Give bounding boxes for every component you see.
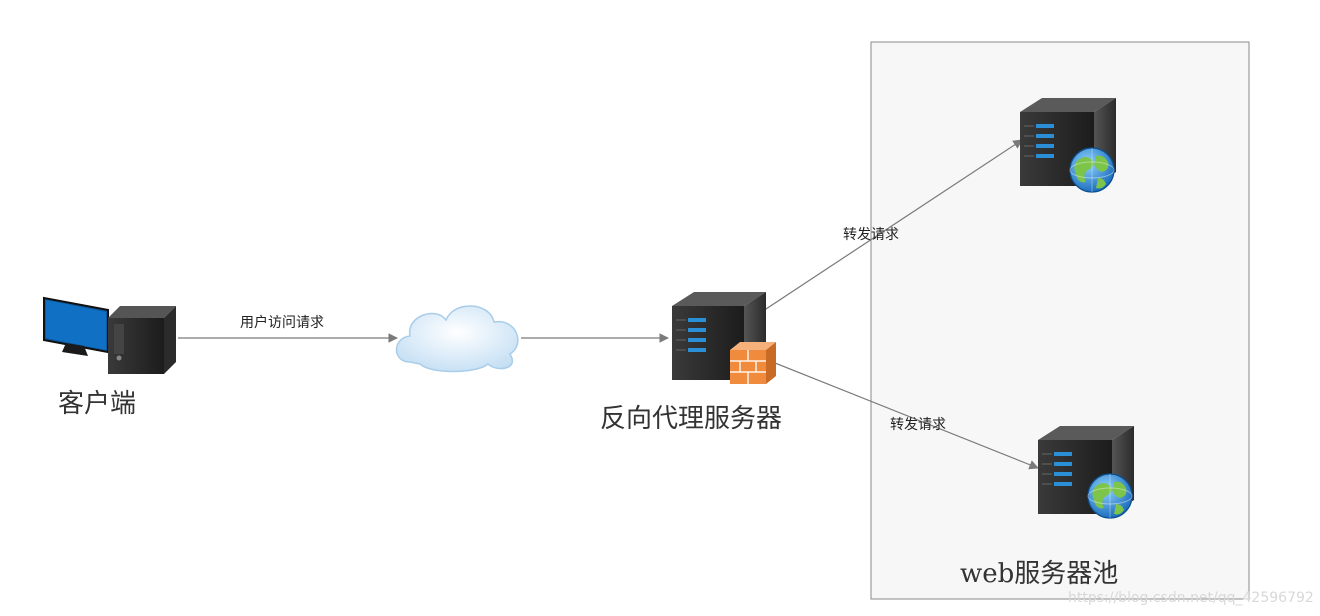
- watermark: https://blog.csdn.net/qq_42596792: [1068, 590, 1314, 606]
- pool-label: web服务器池: [960, 559, 1119, 589]
- cloud-icon: [395, 305, 519, 373]
- firewall-icon: [730, 342, 776, 384]
- edge-proxy-to-server1: [721, 139, 1023, 339]
- edge-label-forward-2: 转发请求: [890, 417, 946, 433]
- edge-label-forward-1: 转发请求: [843, 227, 899, 243]
- proxy-label: 反向代理服务器: [600, 404, 783, 434]
- edge-label-user-request: 用户访问请求: [240, 315, 324, 331]
- globe-icon: [1069, 147, 1115, 193]
- edge-proxy-to-server2: [759, 356, 1039, 470]
- globe-icon: [1087, 473, 1133, 519]
- client-label: 客户端: [58, 389, 137, 419]
- computer-icon: [43, 296, 176, 374]
